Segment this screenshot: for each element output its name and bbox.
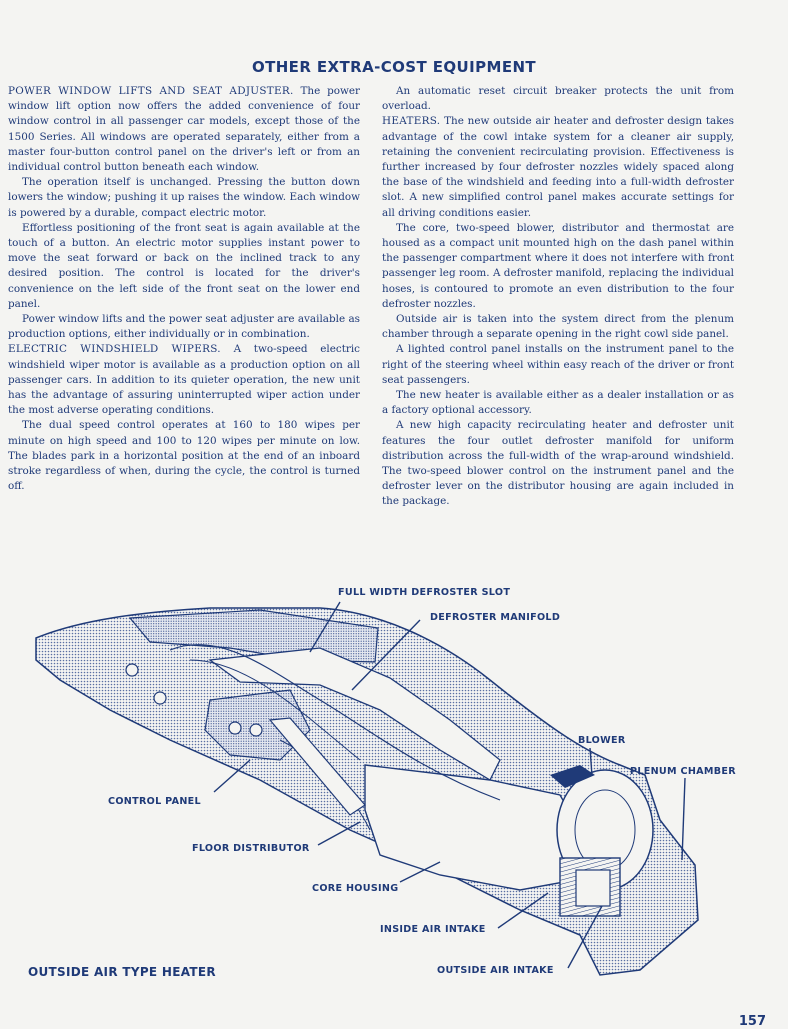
paragraph-text: The new heater is available either as a …: [382, 389, 734, 417]
paragraph: HEATERS. The new outside air heater and …: [382, 114, 734, 220]
core-housing-body: [364, 764, 581, 891]
paragraph: The operation itself is unchanged. Press…: [8, 175, 360, 221]
label-defroster-manifold: DEFROSTER MANIFOLD: [430, 612, 561, 623]
paragraph-text: The core, two-speed blower, distributor …: [382, 221, 734, 310]
paragraph-text: Effortless positioning of the front seat…: [8, 221, 360, 310]
paragraph-text: An automatic reset circuit breaker prote…: [382, 85, 734, 113]
paragraph: The core, two-speed blower, distributor …: [382, 221, 734, 312]
paragraph: Power window lifts and the power seat ad…: [8, 312, 360, 342]
heater-illustration: [35, 601, 699, 976]
paragraph-text: The dual speed control operates at 160 t…: [8, 419, 360, 493]
paragraph: An automatic reset circuit breaker prote…: [382, 84, 734, 114]
paragraph-text: A two-speed electric windshield wiper mo…: [8, 343, 360, 417]
label-blower: BLOWER: [578, 735, 626, 746]
paragraph-text: Outside air is taken into the system dir…: [382, 313, 734, 341]
paragraph: The new heater is available either as a …: [382, 388, 734, 418]
label-control-panel: CONTROL PANEL: [108, 796, 201, 807]
page-number: 157: [738, 1014, 766, 1029]
paragraph: POWER WINDOW LIFTS AND SEAT ADJUSTER. Th…: [8, 84, 360, 175]
left-text-column: POWER WINDOW LIFTS AND SEAT ADJUSTER. Th…: [8, 84, 360, 494]
paragraph-text: Power window lifts and the power seat ad…: [8, 313, 360, 341]
paragraph: A lighted control panel installs on the …: [382, 342, 734, 388]
label-full-width-defroster-slot: FULL WIDTH DEFROSTER SLOT: [338, 587, 511, 598]
paragraph: ELECTRIC WINDSHIELD WIPERS. A two-speed …: [8, 342, 360, 418]
section-heading: POWER WINDOW LIFTS AND SEAT ADJUSTER.: [8, 85, 294, 97]
label-floor-distributor: FLOOR DISTRIBUTOR: [192, 843, 310, 854]
paragraph: Outside air is taken into the system dir…: [382, 312, 734, 342]
right-text-column: An automatic reset circuit breaker prote…: [382, 84, 734, 510]
paragraph-text: The operation itself is unchanged. Press…: [8, 176, 360, 219]
label-inside-air-intake: INSIDE AIR INTAKE: [380, 924, 486, 935]
page-title: OTHER EXTRA-COST EQUIPMENT: [251, 58, 537, 76]
paragraph-text: A lighted control panel installs on the …: [382, 343, 734, 386]
paragraph-text: The new outside air heater and defroster…: [382, 115, 734, 219]
figure-caption: OUTSIDE AIR TYPE HEATER: [28, 965, 216, 979]
paragraph: The dual speed control operates at 160 t…: [8, 418, 360, 494]
section-heading: ELECTRIC WINDSHIELD WIPERS.: [8, 343, 221, 356]
paragraph-text: The power window lift option now offers …: [8, 85, 360, 174]
section-heading: HEATERS.: [382, 115, 441, 128]
floor-distributor: [268, 717, 366, 816]
label-plenum-chamber: PLENUM CHAMBER: [630, 766, 736, 777]
paragraph-text: A new high capacity recirculating heater…: [382, 419, 734, 508]
label-outside-air-intake: OUTSIDE AIR INTAKE: [437, 965, 554, 976]
paragraph: Effortless positioning of the front seat…: [8, 221, 360, 312]
label-core-housing: CORE HOUSING: [312, 883, 399, 894]
paragraph: A new high capacity recirculating heater…: [382, 418, 734, 509]
